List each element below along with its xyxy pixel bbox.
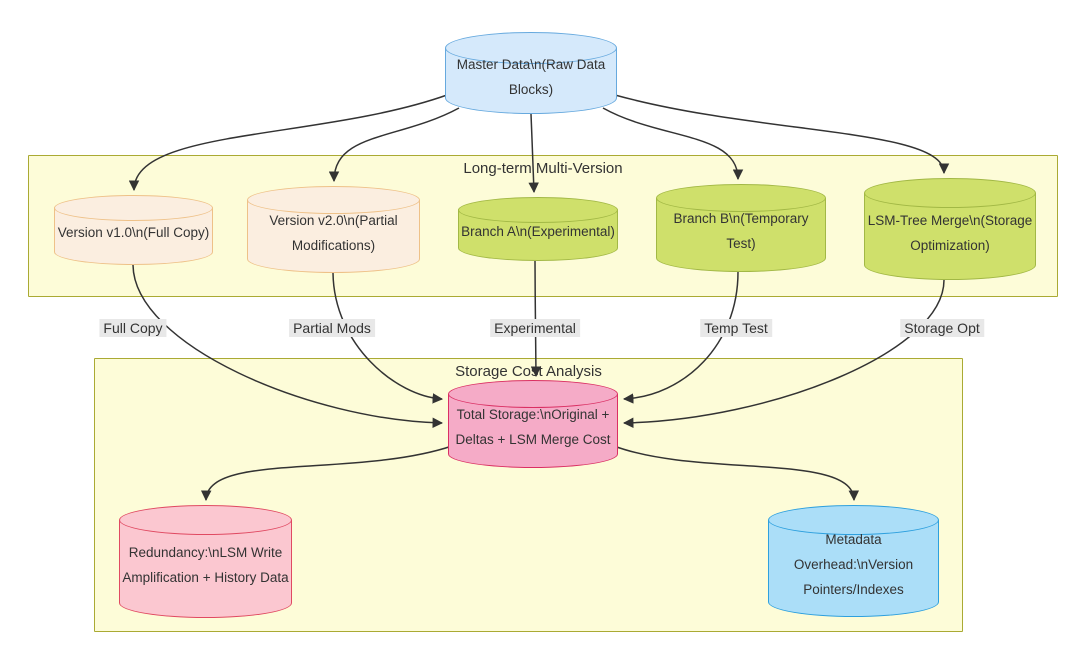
node-master-data: Master Data\n(Raw Data Blocks)	[445, 32, 617, 114]
cylinder-top	[247, 186, 420, 214]
cylinder-body	[119, 520, 292, 618]
node-total-storage: Total Storage:\nOriginal + Deltas + LSM …	[448, 380, 618, 468]
node-branch-a: Branch A\n(Experimental)	[458, 197, 618, 261]
node-label: Master Data\n(Raw Data Blocks)	[456, 56, 606, 97]
edge-label-partial-mods: Partial Mods	[289, 319, 375, 337]
container-title-long-term: Long-term Multi-Version	[463, 160, 623, 177]
cylinder-top	[864, 178, 1036, 208]
cylinder-top	[448, 380, 618, 408]
cylinder-top	[445, 32, 617, 64]
node-label: Branch B\n(Temporary Test)	[673, 211, 809, 252]
cylinder-top	[458, 197, 618, 223]
cylinder-top	[54, 195, 213, 221]
edge-label-experimental: Experimental	[490, 319, 580, 337]
node-version-v1: Version v1.0\n(Full Copy)	[54, 195, 213, 265]
edge-label-storage-opt: Storage Opt	[900, 319, 984, 337]
node-label: Version v2.0\n(Partial Modifications)	[269, 212, 398, 253]
node-label: Redundancy:\nLSM Write Amplification + H…	[122, 545, 289, 585]
node-metadata-overhead: Metadata Overhead:\nVersion Pointers/Ind…	[768, 505, 939, 617]
container-title-storage-cost: Storage Cost Analysis	[455, 363, 602, 380]
node-label: Total Storage:\nOriginal + Deltas + LSM …	[455, 407, 611, 448]
cylinder-top	[768, 505, 939, 535]
node-version-v2: Version v2.0\n(Partial Modifications)	[247, 186, 420, 273]
node-branch-b: Branch B\n(Temporary Test)	[656, 184, 826, 272]
node-redundancy: Redundancy:\nLSM Write Amplification + H…	[119, 505, 292, 618]
node-label: Branch A\n(Experimental)	[461, 224, 615, 240]
cylinder-body	[768, 520, 939, 617]
cylinder-top	[656, 184, 826, 212]
edge-label-temp-test: Temp Test	[700, 319, 772, 337]
edge-label-full-copy: Full Copy	[99, 319, 167, 337]
cylinder-top	[119, 505, 292, 535]
node-lsm-tree-merge: LSM-Tree Merge\n(Storage Optimization)	[864, 178, 1036, 280]
node-label: Version v1.0\n(Full Copy)	[57, 225, 210, 241]
node-label: Metadata Overhead:\nVersion Pointers/Ind…	[793, 532, 914, 597]
node-label: LSM-Tree Merge\n(Storage Optimization)	[867, 212, 1033, 253]
